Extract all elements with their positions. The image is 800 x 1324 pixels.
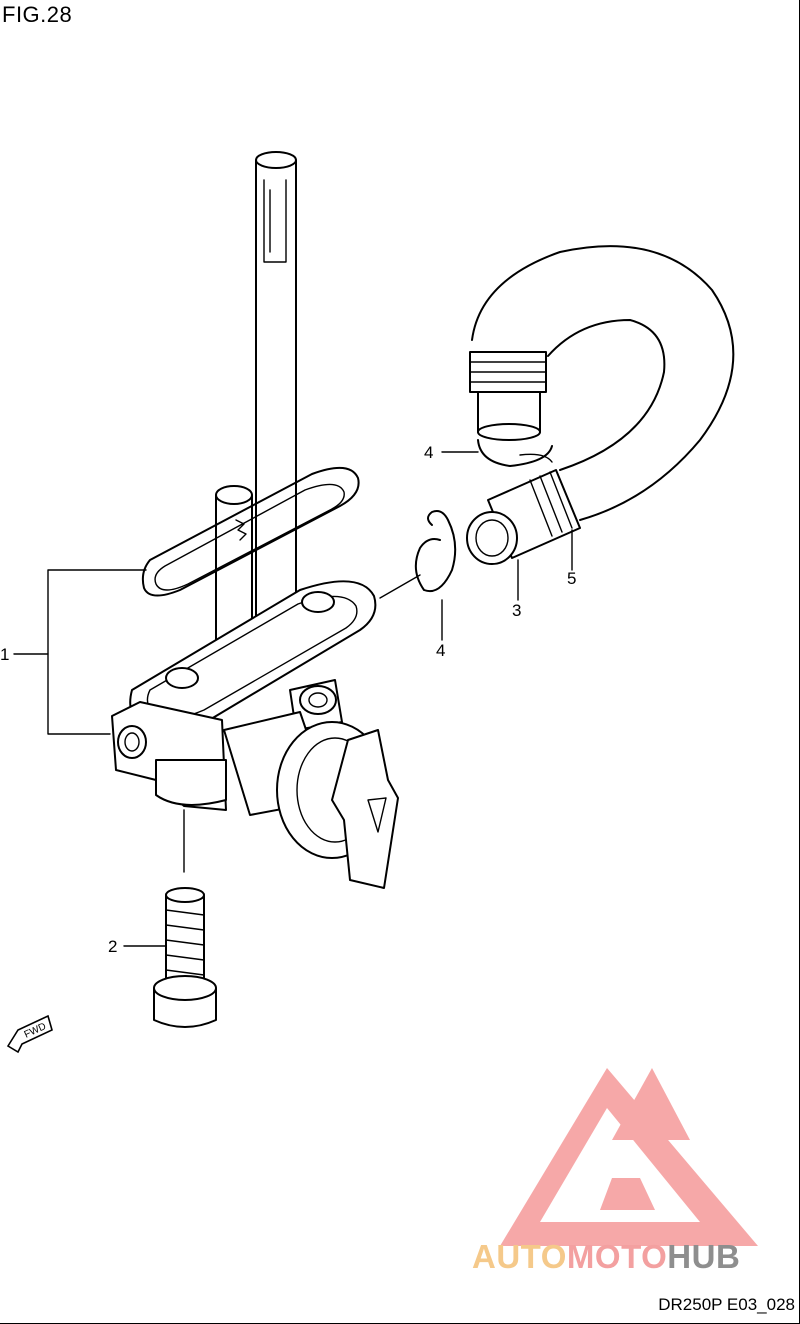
- hose-clamp-lower: [414, 510, 457, 592]
- valve-gasket: [141, 467, 360, 597]
- fuel-pickup-tube: [255, 151, 297, 661]
- brand-part-auto: AUTO: [472, 1238, 567, 1275]
- hose-end: [466, 469, 581, 565]
- hose-clamp-upper: [477, 439, 553, 467]
- drawing-id: DR250P E03_028: [658, 1295, 795, 1314]
- leader-lines: [13, 451, 573, 947]
- brand-part-hub: HUB: [667, 1238, 741, 1275]
- callout-1: 1: [0, 645, 10, 664]
- watermark-brand: AUTOMOTOHUB: [472, 1238, 740, 1276]
- callout-3: 3: [512, 601, 522, 620]
- callout-4-upper: 4: [424, 443, 434, 462]
- forward-direction-arrow: FWD: [6, 1014, 53, 1054]
- callout-5: 5: [567, 569, 577, 588]
- callout-4-lower: 4: [436, 641, 446, 660]
- callout-2: 2: [108, 937, 118, 956]
- brand-part-moto: MOTO: [566, 1238, 668, 1275]
- figure-title: FIG.28: [2, 2, 73, 27]
- watermark-logo: [500, 1068, 758, 1246]
- bolt: [153, 887, 217, 1028]
- fuel-valve-body: [111, 580, 399, 889]
- fuel-hose: [469, 245, 735, 521]
